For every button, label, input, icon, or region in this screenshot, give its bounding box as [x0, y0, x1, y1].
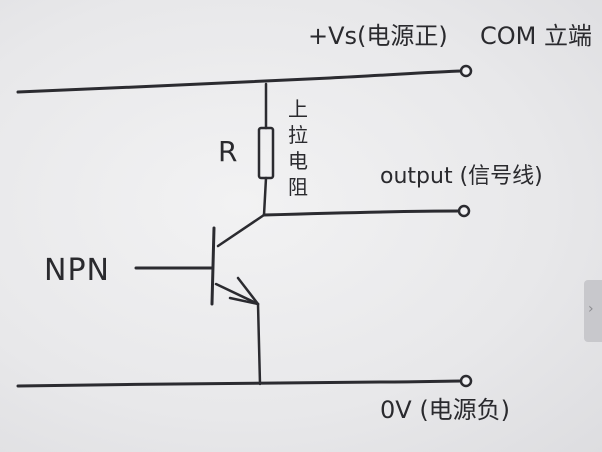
output-wire	[262, 209, 462, 217]
ground-label: 0V (电源负)	[380, 396, 511, 424]
com-label: COM 立端	[480, 22, 592, 50]
pull-up-resistor	[257, 126, 275, 180]
next-image-tab[interactable]: ›	[584, 280, 602, 342]
pull-up-char: 拉	[288, 123, 308, 147]
pull-up-char: 上	[288, 97, 308, 121]
resistor-label: R	[218, 135, 238, 168]
chevron-right-icon: ›	[588, 301, 594, 317]
supply-label: +Vs(电源正)	[308, 22, 448, 50]
transistor-label: NPN	[44, 253, 110, 288]
output-terminal	[457, 204, 471, 218]
supply-rail-wire	[16, 69, 464, 94]
resistor-bottom-lead	[262, 176, 268, 217]
pull-up-char: 电	[288, 149, 308, 173]
transistor-base-bar	[210, 226, 216, 306]
output-label: output (信号线)	[380, 164, 543, 189]
emitter-ground-lead	[256, 302, 262, 386]
supply-terminal	[459, 64, 473, 78]
collector-lead	[216, 213, 266, 248]
ground-terminal	[459, 374, 473, 388]
ground-rail-wire	[16, 379, 464, 388]
pull-up-char: 阻	[288, 175, 308, 199]
pull-up-resistor-label: 上 拉 电 阻	[287, 96, 309, 200]
emitter-lead	[214, 282, 260, 306]
emitter-arrow	[228, 276, 260, 306]
